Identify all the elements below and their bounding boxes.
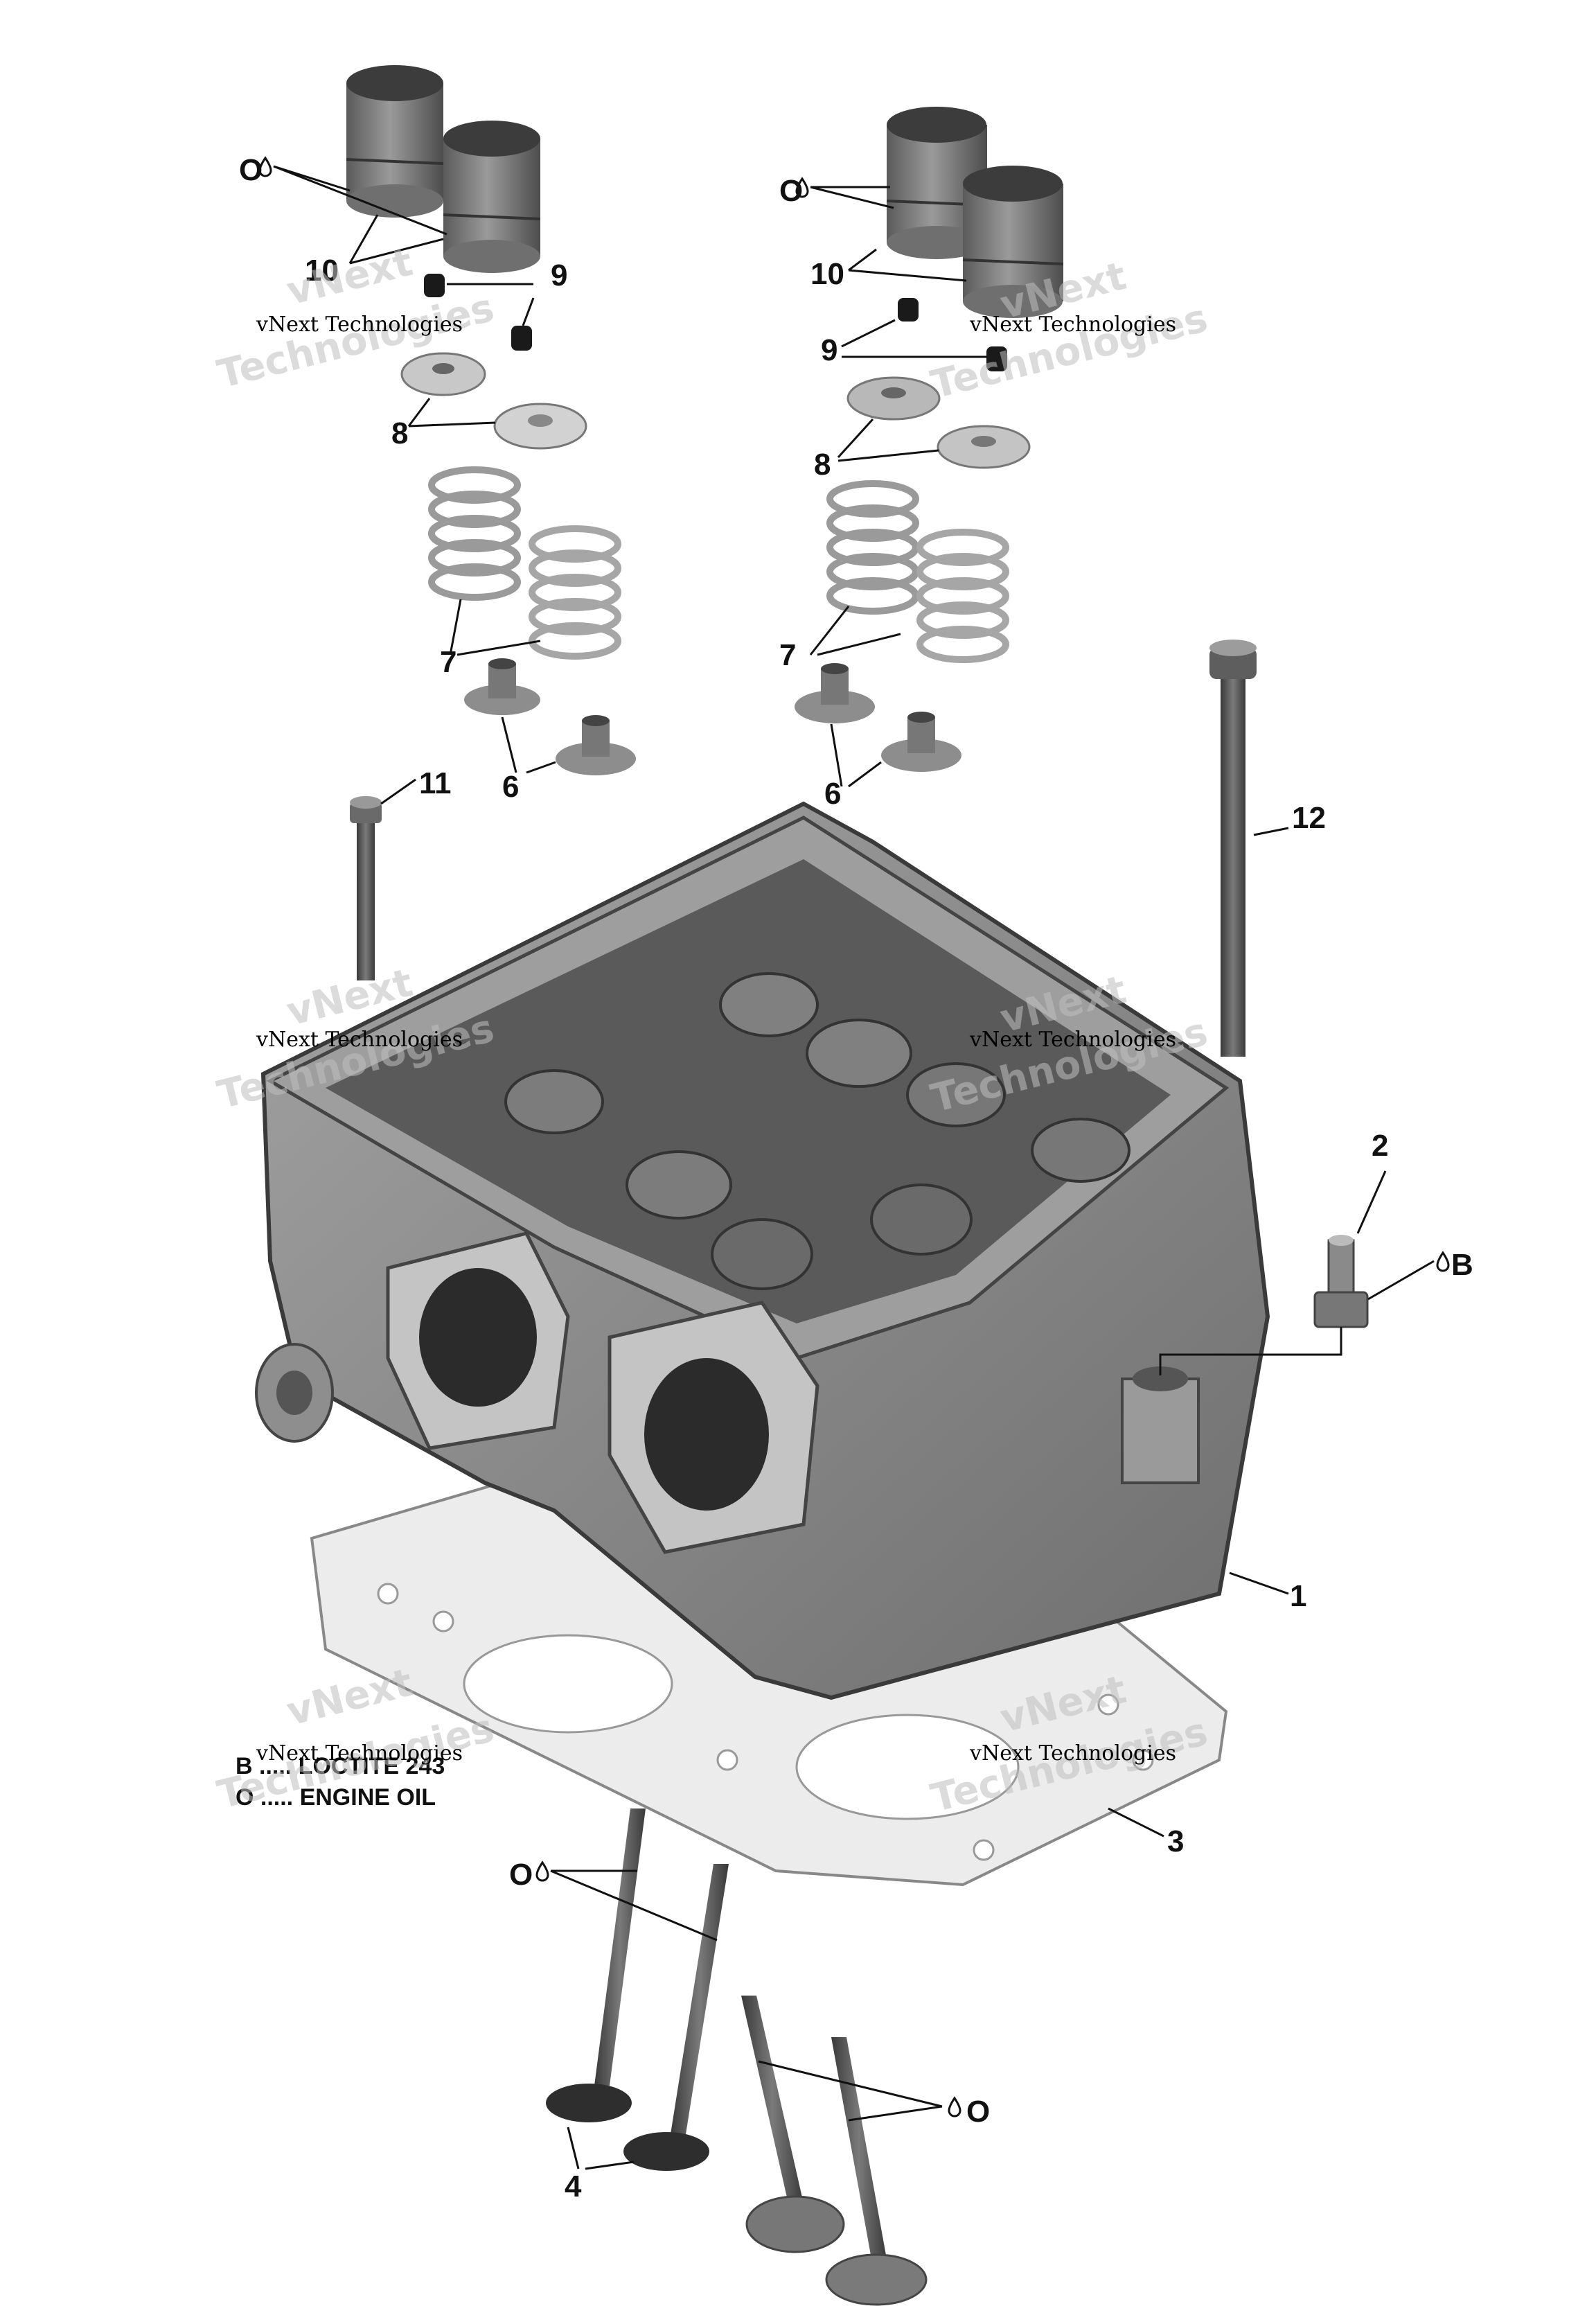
- long-bolt: [1209, 640, 1257, 1057]
- callout-1: 1: [1290, 1579, 1306, 1613]
- valve-stem-seal-left-2: [556, 715, 636, 775]
- valve-stem-seal-right-1: [795, 663, 875, 723]
- tappet-left-2: [443, 121, 541, 273]
- valve-keeper-left-1: [424, 274, 445, 297]
- svg-text:vNext: vNext: [283, 1660, 418, 1735]
- svg-text:vNext Technologies: vNext Technologies: [256, 1741, 463, 1766]
- left-valve-train: [346, 65, 636, 775]
- valve-keeper-right-1: [898, 298, 919, 322]
- loctite-label: B: [1451, 1248, 1473, 1282]
- svg-text:vNext Technologies: vNext Technologies: [256, 313, 463, 337]
- right-valve-train: [795, 107, 1064, 772]
- tappet-left-1: [346, 65, 444, 218]
- valve-exhaust-1: [741, 1996, 845, 2253]
- oil-label-2: O: [779, 174, 803, 208]
- legend-engine-oil: O ..... ENGINE OIL: [236, 1784, 436, 1811]
- valve-spring-left-1: [428, 466, 521, 601]
- callout-6-right: 6: [824, 777, 841, 811]
- leader-lines: [273, 165, 1435, 2170]
- short-bolt: [350, 796, 382, 980]
- valve-spring-left-2: [529, 525, 621, 660]
- valve-spring-right-2: [916, 529, 1009, 663]
- svg-text:vNext Technologies: vNext Technologies: [256, 1028, 463, 1052]
- tappet-right-2: [962, 166, 1064, 318]
- svg-text:vNext Technologies: vNext Technologies: [969, 1028, 1176, 1052]
- callout-8-right: 8: [814, 448, 831, 482]
- svg-text:vNext Technologies: vNext Technologies: [969, 313, 1176, 337]
- callout-10-right: 10: [810, 257, 844, 291]
- valve-keeper-left-2: [511, 326, 532, 351]
- svg-text:vNext: vNext: [283, 240, 418, 315]
- cylinder-head: [255, 801, 1270, 1700]
- valve-stem-seal-right-2: [881, 712, 961, 772]
- callout-7-left: 7: [440, 645, 456, 679]
- callout-9-right: 9: [821, 333, 837, 367]
- fitting: [1313, 1235, 1369, 1328]
- loctite-drop-icon: [1436, 1251, 1450, 1272]
- callout-9-left: 9: [551, 258, 567, 292]
- valve-spring-right-1: [826, 480, 919, 615]
- valve-intake-2: [623, 1864, 729, 2171]
- valve-intake-1: [546, 1808, 646, 2122]
- legend-loctite: B ..... LOCTITE 243: [236, 1753, 445, 1779]
- callout-3: 3: [1167, 1824, 1184, 1858]
- oil-label-3: O: [509, 1858, 533, 1892]
- callout-10-left: 10: [305, 254, 339, 288]
- oil-label-4: O: [966, 2095, 990, 2129]
- callout-7-right: 7: [779, 638, 796, 672]
- callout-8-left: 8: [391, 416, 408, 450]
- oil-label-1: O: [239, 153, 263, 187]
- callout-11: 11: [419, 766, 452, 800]
- callout-2: 2: [1372, 1129, 1388, 1163]
- callout-12: 12: [1292, 801, 1326, 835]
- valve-stem-seal-left-1: [464, 658, 540, 715]
- svg-text:vNext Technologies: vNext Technologies: [969, 1741, 1176, 1766]
- callout-6-left: 6: [502, 770, 519, 804]
- callout-4: 4: [565, 2169, 582, 2203]
- valve-exhaust-2: [825, 2037, 928, 2306]
- oil-drop-icon: [258, 156, 961, 2118]
- valve-keeper-right-2: [986, 346, 1007, 371]
